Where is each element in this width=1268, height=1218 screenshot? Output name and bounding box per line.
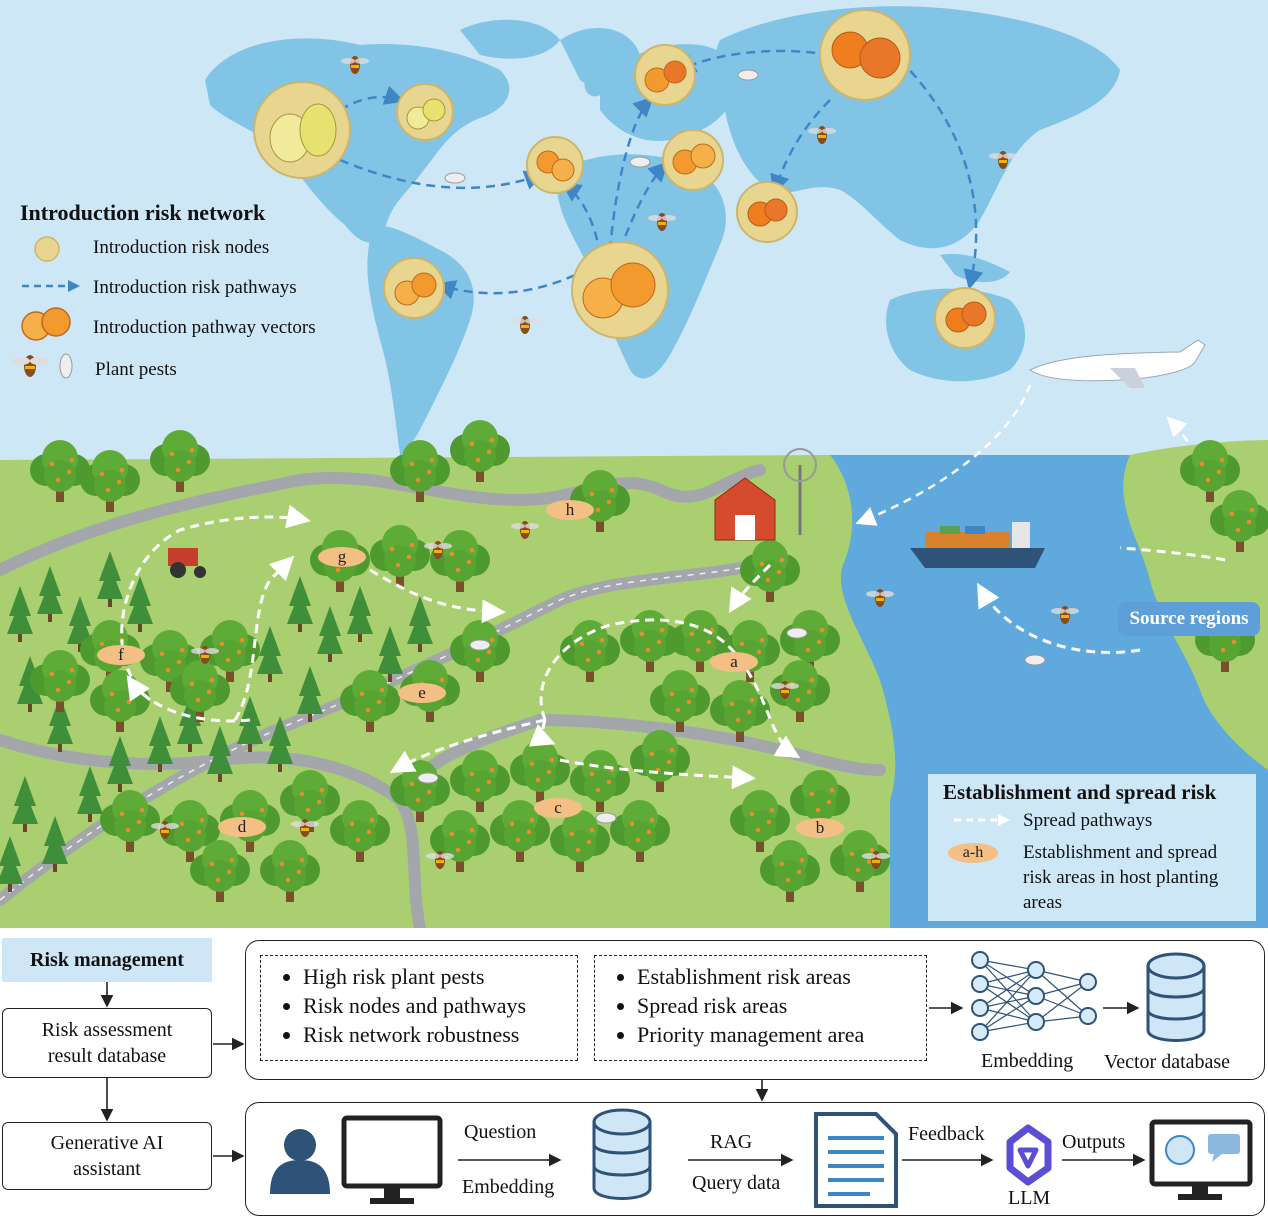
embedding-panel xyxy=(245,940,1265,1080)
pest-risk-list: High risk plant pests Risk nodes and pat… xyxy=(260,955,578,1061)
llm-icon xyxy=(1006,1124,1052,1186)
area-desc-line1: Establishment and spread xyxy=(1023,842,1218,863)
area-label-h: h xyxy=(546,500,594,520)
management-flow xyxy=(100,951,1253,1208)
feedback-label: Feedback xyxy=(908,1123,985,1145)
area-risk-list: Establishment risk areas Spread risk are… xyxy=(594,955,927,1061)
ai-assistant-box: Generative AI assistant xyxy=(2,1122,212,1190)
list2-item: Priority management area xyxy=(637,1020,926,1049)
area-label-b: b xyxy=(796,818,844,838)
area-label-a: a xyxy=(710,652,758,672)
spread-arrow-icon xyxy=(954,814,1010,826)
question-label: Question xyxy=(464,1121,537,1143)
ai-assistant-line2: assistant xyxy=(73,1158,141,1180)
risk-db-box: Risk assessment result database xyxy=(2,1008,212,1078)
outputs-label: Outputs xyxy=(1062,1131,1126,1153)
area-label-c: c xyxy=(534,798,582,818)
source-regions-badge: Source regions xyxy=(1118,602,1260,636)
legend-pathway-vectors: Introduction pathway vectors xyxy=(93,317,316,338)
user-icon xyxy=(270,1129,330,1194)
legend-risk-pathways: Introduction risk pathways xyxy=(93,277,297,298)
risk-management-title: Risk management xyxy=(2,938,212,982)
dashed-arrow-icon xyxy=(22,280,80,292)
document-icon xyxy=(814,1112,898,1208)
list2-item: Establishment risk areas xyxy=(637,962,926,991)
risk-node-icon xyxy=(34,236,60,262)
legend-plant-pests: Plant pests xyxy=(95,359,177,380)
establishment-legend: Establishment and spread risk Spread pat… xyxy=(928,774,1256,921)
rag-label: RAG xyxy=(710,1131,753,1153)
pest-insect-icon xyxy=(12,353,73,379)
output-monitor-icon xyxy=(1149,1119,1253,1200)
establishment-title: Establishment and spread risk xyxy=(943,780,1217,804)
area-label-g: g xyxy=(318,547,366,567)
vector-database-label: Vector database xyxy=(1104,1051,1231,1073)
spread-pathways-label: Spread pathways xyxy=(1023,810,1153,831)
vector-database-icon xyxy=(1146,952,1206,1042)
list2-item: Spread risk areas xyxy=(637,991,926,1020)
list1-item: Risk nodes and pathways xyxy=(303,991,577,1020)
legend-risk-nodes: Introduction risk nodes xyxy=(93,237,270,258)
llm-label: LLM xyxy=(1008,1187,1051,1209)
database-icon xyxy=(592,1108,652,1200)
query-data-label: Query data xyxy=(692,1172,781,1194)
area-desc-line2: risk areas in host planting xyxy=(1023,867,1219,888)
area-label-f: f xyxy=(97,645,145,665)
risk-db-line2: result database xyxy=(47,1045,167,1067)
area-label-d: d xyxy=(218,817,266,837)
ai-assistant-line1: Generative AI xyxy=(50,1132,164,1154)
neural-network-icon xyxy=(971,951,1097,1041)
area-label-e: e xyxy=(398,683,446,703)
list1-item: High risk plant pests xyxy=(303,962,577,991)
embedding2-label: Embedding xyxy=(462,1176,555,1198)
risk-db-line1: Risk assessment xyxy=(41,1019,173,1041)
intro-network-title: Introduction risk network xyxy=(20,200,266,225)
orange-fruit-icon xyxy=(21,307,71,341)
area-key-badge: a-h xyxy=(948,843,998,863)
monitor-icon xyxy=(341,1115,443,1204)
embedding-label: Embedding xyxy=(981,1050,1074,1072)
scene-illustration xyxy=(0,0,1268,928)
area-desc-line3: areas xyxy=(1023,892,1063,913)
list1-item: Risk network robustness xyxy=(303,1020,577,1049)
